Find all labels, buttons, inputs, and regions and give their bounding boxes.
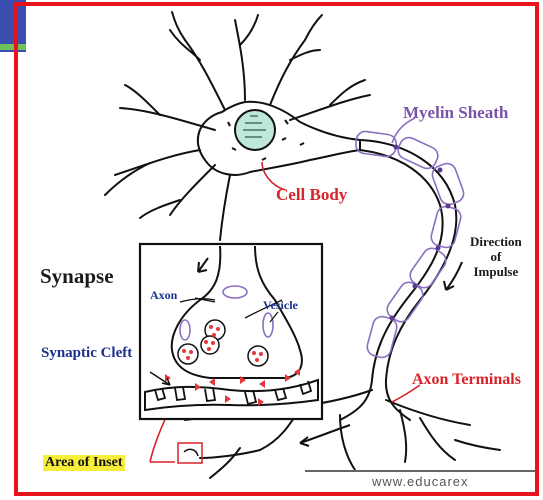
synapse-inset bbox=[140, 244, 322, 419]
direction-line-1: Direction bbox=[470, 235, 522, 250]
label-synaptic-cleft: Synaptic Cleft bbox=[41, 346, 132, 361]
label-cell-body: Cell Body bbox=[276, 186, 347, 203]
myelin-sheath bbox=[355, 130, 466, 359]
label-area-of-inset: Area of Inset bbox=[43, 455, 125, 471]
label-vesicle: Vesicle bbox=[263, 299, 298, 311]
direction-line-2: of bbox=[470, 250, 522, 265]
label-axon-terminals: Axon Terminals bbox=[412, 372, 521, 388]
direction-line-3: Impulse bbox=[470, 265, 522, 280]
label-myelin-sheath: Myelin Sheath bbox=[403, 104, 508, 121]
area-of-inset-box bbox=[178, 443, 202, 463]
watermark-text: www.educarex bbox=[372, 475, 469, 488]
label-synapse: Synapse bbox=[40, 266, 114, 287]
label-axon: Axon bbox=[150, 289, 177, 301]
cell-body-outline bbox=[198, 102, 360, 175]
label-direction-of-impulse: Direction of Impulse bbox=[470, 235, 522, 280]
